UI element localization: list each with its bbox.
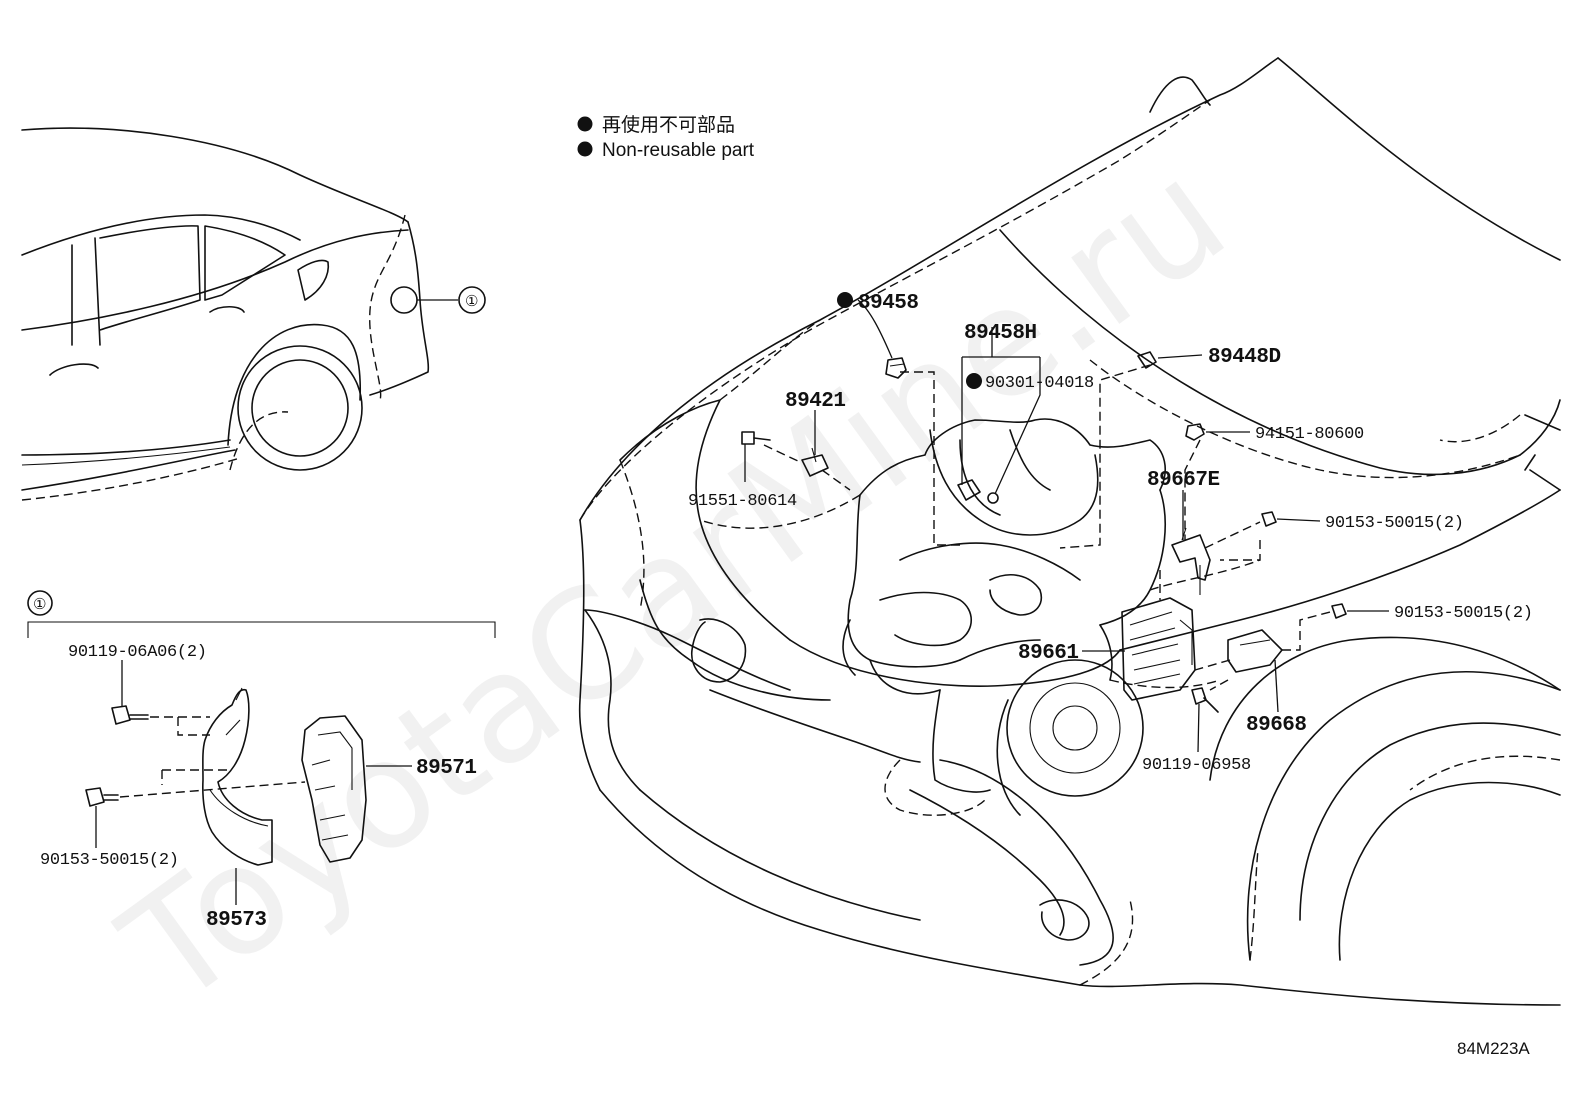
part-number-90119-06958[interactable]: 90119-06958: [1142, 756, 1251, 775]
legend-jp: 再使用不可部品: [602, 114, 735, 136]
detail-1: ①: [27, 590, 496, 932]
part-number-89458H[interactable]: 89458H: [964, 322, 1037, 345]
part-number-94151-80600[interactable]: 94151-80600: [1255, 425, 1364, 444]
legend: 再使用不可部品 Non-reusable part: [577, 114, 755, 161]
sensor-89421-icon: [801, 447, 829, 477]
bolt-91551-icon: [741, 431, 771, 445]
front-car-view: [578, 57, 1561, 1006]
part-number-90153-50015-c[interactable]: 90153-50015(2): [40, 851, 179, 870]
bolt-90153b-icon: [1331, 603, 1347, 619]
part-number-89667E[interactable]: 89667E: [1147, 469, 1220, 492]
legend-en: Non-reusable part: [602, 140, 755, 161]
bolt-90153-50015-c-icon: [85, 787, 119, 807]
watermark: ToyotaCarMine.ru: [93, 128, 1256, 1040]
non-reusable-bullet-icon: [577, 116, 593, 132]
bracket-89573-icon: [202, 687, 273, 866]
sedan-side-view: ①: [21, 127, 486, 501]
part-number-90119-06A06[interactable]: 90119-06A06(2): [68, 643, 207, 662]
detail-callout-marker: ①: [33, 595, 46, 613]
non-reusable-bullet-icon: [577, 141, 593, 157]
clip-89448D-icon: [1137, 351, 1157, 369]
module-89571-icon: [301, 715, 367, 863]
part-labels-front: 89458 89458H 90301-04018 89448D 89421 94…: [688, 292, 1533, 775]
nut-94151-icon: [1185, 423, 1205, 441]
sensor-89458H-icon: [957, 479, 999, 504]
ecu-89661-icon: [1121, 597, 1196, 701]
bolt-90119-06958-icon: [1191, 687, 1219, 713]
part-number-89458[interactable]: 89458: [858, 292, 919, 315]
part-number-90153-50015-a[interactable]: 90153-50015(2): [1325, 514, 1464, 533]
bracket-89668-icon: [1227, 629, 1283, 673]
part-number-90153-50015-b[interactable]: 90153-50015(2): [1394, 604, 1533, 623]
part-number-89421[interactable]: 89421: [785, 390, 846, 413]
callout-marker: ①: [465, 292, 478, 310]
part-number-89573[interactable]: 89573: [206, 909, 267, 932]
bracket-89667E-icon: [1171, 527, 1211, 595]
part-number-89448D[interactable]: 89448D: [1208, 346, 1281, 369]
part-number-89668[interactable]: 89668: [1246, 714, 1307, 737]
clip-89458-icon: [885, 357, 907, 379]
bolt-90119-06A06-icon: [111, 705, 149, 725]
bolt-90153a-icon: [1261, 511, 1277, 527]
part-number-89661[interactable]: 89661: [1018, 642, 1079, 665]
diagram-code: 84M223A: [1457, 1039, 1530, 1058]
part-number-91551-80614[interactable]: 91551-80614: [688, 492, 797, 511]
non-reusable-bullet-icon: [837, 292, 853, 308]
non-reusable-bullet-icon: [966, 373, 982, 389]
part-number-90301-04018[interactable]: 90301-04018: [985, 374, 1094, 393]
part-number-89571[interactable]: 89571: [416, 757, 477, 780]
